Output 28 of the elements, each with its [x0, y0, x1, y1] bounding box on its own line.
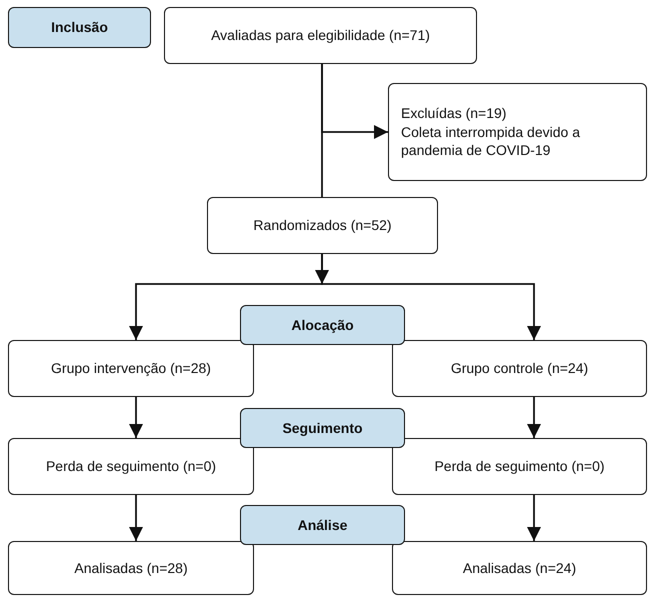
- box-text: Grupo intervenção (n=28): [51, 359, 211, 378]
- process-box: [392, 438, 647, 495]
- box-text: Perda de seguimento (n=0): [434, 457, 605, 476]
- process-box: [388, 83, 647, 181]
- process-box: [207, 197, 438, 254]
- process-box: [392, 340, 647, 397]
- stage-label-box: [240, 408, 405, 448]
- box-text: Randomizados (n=52): [253, 216, 392, 235]
- arrow: [315, 254, 329, 284]
- box-text: Grupo controle (n=24): [450, 359, 588, 378]
- process-box: [392, 541, 647, 595]
- stage-title: Inclusão: [51, 18, 108, 37]
- box-text: Perda de seguimento (n=0): [46, 457, 216, 476]
- process-box: [164, 7, 477, 64]
- box-text: Analisadas (n=24): [462, 558, 576, 578]
- stage-label-box: [240, 505, 405, 545]
- box-text: Coleta interrompida devido a pandemia de COVID-19: [401, 122, 581, 160]
- stage-label-box: [240, 305, 405, 345]
- process-box: [8, 438, 254, 495]
- stage-label-box: [8, 7, 151, 48]
- process-box: [8, 541, 254, 595]
- process-box: [8, 340, 254, 397]
- stage-title: Análise: [298, 516, 348, 534]
- box-text: Analisadas (n=28): [74, 558, 188, 578]
- stage-title: Seguimento: [282, 418, 363, 438]
- stage-title: Alocação: [291, 316, 354, 334]
- box-text: Avaliadas para elegibilidade (n=71): [211, 26, 430, 45]
- box-text: Excluídas (n=19): [401, 104, 506, 123]
